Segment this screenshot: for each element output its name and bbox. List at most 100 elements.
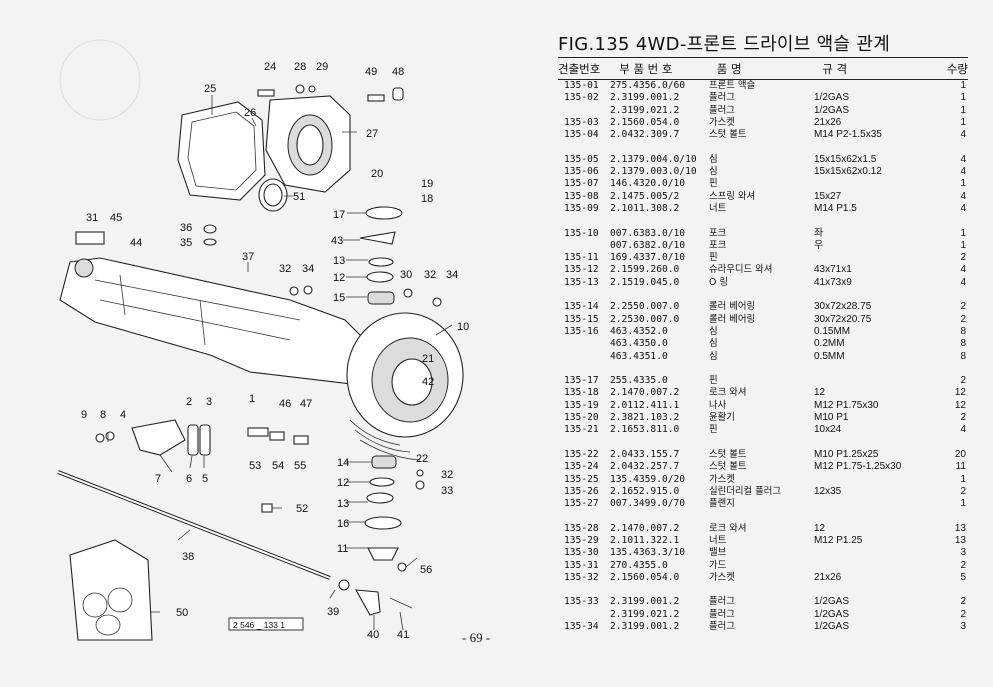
hub-part [131,419,186,456]
cell-spec: 0.2MM [814,338,845,350]
cell-name: 스텃 볼트 [709,448,747,460]
cell-spec: 12x35 [814,485,842,497]
cell-qty: 4 [960,190,966,202]
callout: 41 [397,629,409,641]
cell-qty: 2 [960,375,966,387]
cell-part-no: 2.1475.005/2 [610,190,680,202]
cell-qty: 8 [960,338,966,350]
bag-of-parts [69,539,153,641]
callout: 6 [186,473,192,485]
cell-no: 135-25 [564,473,599,485]
cell-name: O 링 [709,276,728,288]
callout: 35 [180,237,192,249]
cell-no: 135-21 [564,424,599,436]
cell-qty: 1 [960,239,966,251]
cell-name: 플러그 [709,608,735,620]
cell-spec: 좌 [814,227,824,239]
row-spacer [558,510,968,522]
cell-part-no: 2.1560.054.0 [610,571,680,583]
cell-part-no: 2.1470.007.2 [610,522,680,534]
cell-no: 135-33 [564,596,599,608]
cell-no: 135-06 [564,166,599,178]
callout: 34 [302,263,314,275]
callout: 46 [279,398,291,410]
cell-part-no: 2.0432.309.7 [610,129,680,141]
cell-part-no: 2.1599.260.0 [610,264,680,276]
callout: 30 [400,269,412,281]
cell-no: 135-14 [564,301,599,313]
axle-housing-part [59,257,371,386]
cell-no [558,338,610,350]
callout: 17 [333,209,345,221]
callout: 7 [155,473,161,485]
cell-part-no: 2.3821.103.2 [610,412,680,424]
cell-part-no: 2.1379.003.0/10 [610,166,697,178]
cell-spec: M12 P1.75x30 [814,399,879,411]
callout: 31 [86,212,98,224]
cell-name: 나사 [709,399,727,411]
cell-no: 135-28 [564,522,599,534]
cell-qty: 2 [960,301,966,313]
cell-no: 135-16 [564,325,599,337]
row-spacer [558,584,968,596]
callout: 15 [333,292,345,304]
cell-part-no: 007.6383.0/10 [610,227,686,239]
cell-no: 135-02 [564,92,599,104]
cell-name: 포크 [709,239,727,251]
gasket-part [177,101,266,201]
parts-list-panel: FIG.135 4WD-프론트 드라이브 액슬 관계 견출번호 부 품 번 호 … [558,30,968,633]
cell-spec [814,178,944,190]
cell-no: 135-15 [564,313,599,325]
cell-no: 135-10 [564,227,599,239]
cell-name: 심 [709,350,718,362]
cell-no [558,351,610,363]
cell-qty: 2 [960,559,966,571]
cell-no: 135-34 [564,621,599,633]
cell-spec: 15x15x62x1.5 [814,153,877,165]
cell-name: 스텃 볼트 [709,129,747,141]
callout: 3 [206,396,212,408]
figure-title: FIG.135 4WD-프론트 드라이브 액슬 관계 [558,34,891,55]
callout: 25 [204,83,216,95]
cell-part-no: 2.1379.004.0/10 [610,153,697,165]
callout: 18 [421,193,433,205]
row-spacer [558,437,968,449]
cell-name: 프론트 액슬 [709,80,756,91]
cell-qty: 8 [960,350,966,362]
callout: 26 [244,107,256,119]
callout: 29 [316,61,328,73]
cell-no: 135-29 [564,534,599,546]
cell-qty: 1 [960,498,966,510]
cell-part-no: 275.4356.0/60 [610,80,686,91]
callout: 34 [446,269,458,281]
cell-no: 135-22 [564,448,599,460]
callout: 2 [186,396,192,408]
callout: 22 [416,453,428,465]
callout: 20 [371,168,383,180]
callout: 48 [392,66,404,78]
cell-spec [814,498,944,510]
callout: 37 [242,251,254,263]
cell-spec: 12 [814,522,826,534]
callout: 5 [202,473,208,485]
cell-no: 135-07 [564,178,599,190]
cell-name: 가스켓 [709,473,735,485]
figure-code-box [228,617,304,631]
cell-name: 플러그 [709,621,735,633]
header-name: 품 명 [716,62,742,76]
row-spacer [558,289,968,301]
callout: 44 [130,237,142,249]
callout: 54 [272,460,284,472]
cell-qty: 3 [960,621,966,633]
